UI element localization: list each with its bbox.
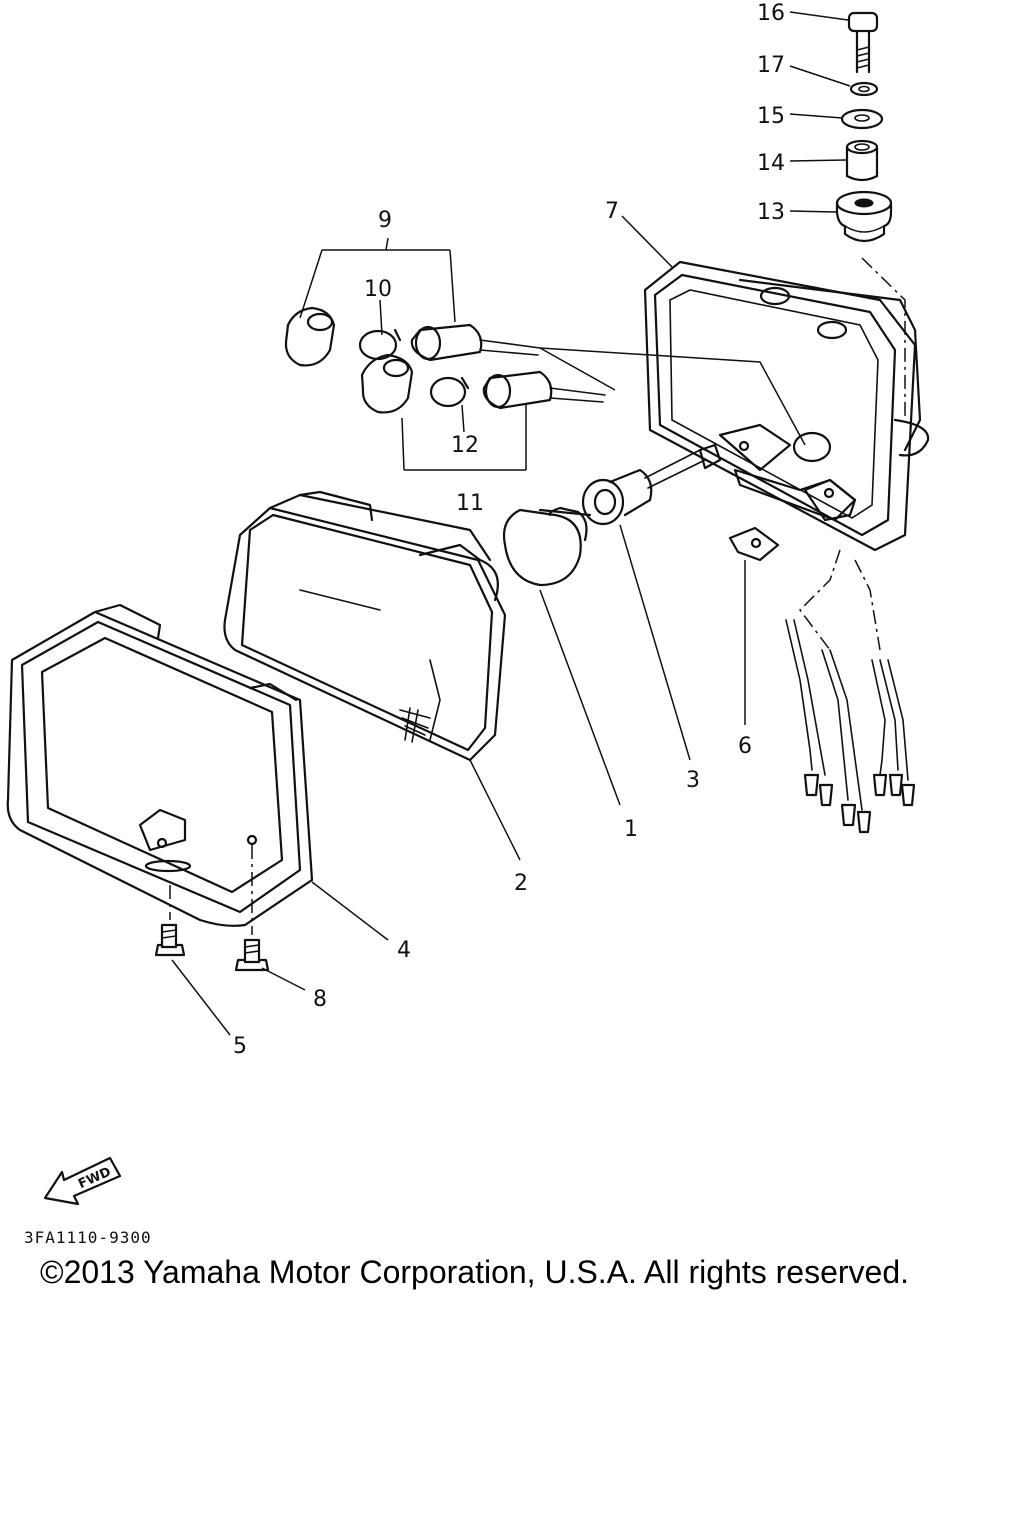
callout-14: 14 [757,151,785,176]
fwd-arrow-icon: FWD [43,1156,122,1206]
wire-harness-part [785,549,916,834]
headlight-bulb-part [502,506,592,587]
bulb-socket-part [581,443,722,526]
callout-16: 16 [757,1,785,26]
callout-1: 1 [624,817,638,842]
copyright-notice: ©2013 Yamaha Motor Corporation, U.S.A. A… [40,1254,910,1290]
callout-17: 17 [757,53,785,78]
callout-13: 13 [757,200,785,225]
callout-7: 7 [605,199,619,224]
callout-10: 10 [364,277,392,302]
callout-3: 3 [686,768,700,793]
callout-8: 8 [313,987,327,1012]
callout-4: 4 [397,938,411,963]
mount-bolt-part [847,11,879,74]
lock-washer-part [849,81,879,97]
headlight-bezel-part [6,603,314,927]
grommet-part [835,190,893,243]
plain-washer-part [840,108,884,130]
headlight-lens-unit-part [223,490,507,762]
callout-5: 5 [233,1034,247,1059]
callout-15: 15 [757,104,785,129]
callout-6: 6 [738,734,752,759]
clip-nut-part [728,526,780,562]
bulb-socket-set-lower [360,353,606,414]
callout-2: 2 [514,871,528,896]
callout-11: 11 [456,491,484,516]
diagram-code: 3FA1110-9300 [24,1228,152,1247]
headlight-housing-part [643,260,930,552]
bulb-socket-set-upper [284,306,541,367]
collar-part [845,139,879,182]
callout-9: 9 [378,208,392,233]
screw-part-8 [234,938,270,972]
screw-part-5 [154,923,186,957]
callout-12: 12 [451,433,479,458]
